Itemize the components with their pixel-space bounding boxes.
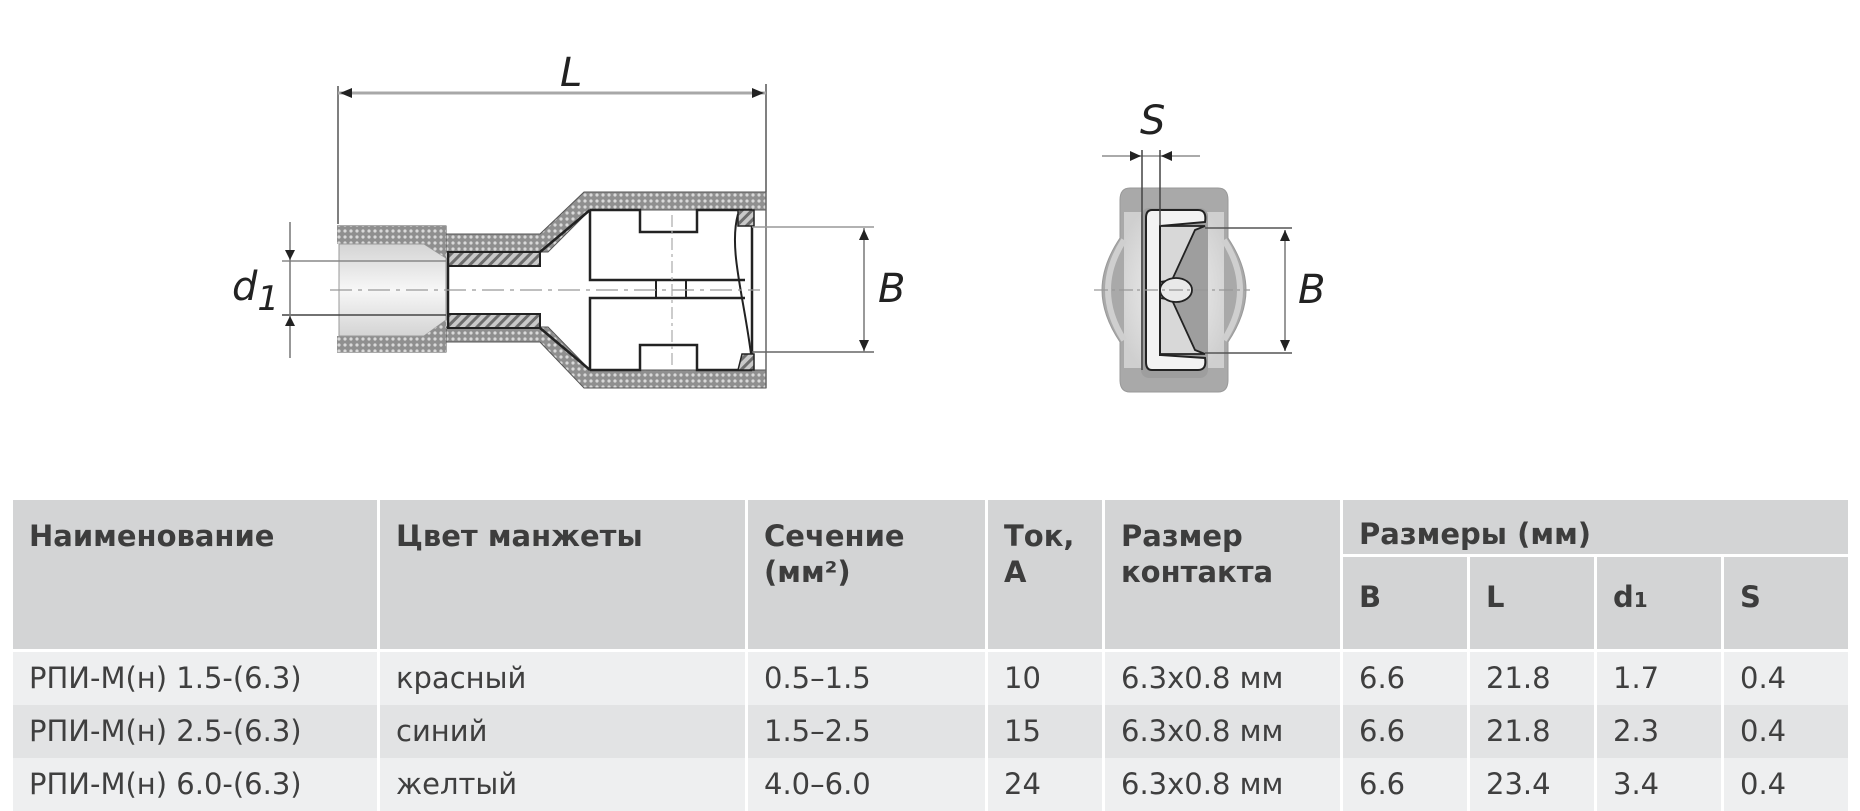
- header-dim-d-subscript: 1: [1633, 588, 1648, 612]
- label-B-side: B: [878, 266, 905, 312]
- cell-B: 6.6: [1343, 758, 1467, 811]
- header-section: Сечение(мм²): [748, 500, 985, 652]
- header-dim-L: L: [1470, 557, 1594, 652]
- header-dim-d1: d1: [1597, 557, 1721, 652]
- cell-S: 0.4: [1724, 758, 1849, 811]
- header-current-line1: Ток,: [1004, 519, 1075, 553]
- cell-color: синий: [380, 705, 745, 758]
- cell-color: красный: [380, 652, 745, 705]
- cell-section: 4.0–6.0: [748, 758, 985, 811]
- header-dimensions-group: Размеры (мм): [1343, 500, 1849, 557]
- header-contact-line2: контакта: [1121, 555, 1274, 589]
- header-color: Цвет манжеты: [380, 500, 745, 652]
- cell-d1: 1.7: [1597, 652, 1721, 705]
- cell-name: РПИ-М(н) 2.5-(6.3): [13, 705, 377, 758]
- cell-name: РПИ-М(н) 6.0-(6.3): [13, 758, 377, 811]
- cell-B: 6.6: [1343, 652, 1467, 705]
- cell-contact: 6.3x0.8 мм: [1105, 705, 1340, 758]
- terminal-drawing: L: [232, 50, 1325, 393]
- table-row: РПИ-М(н) 6.0-(6.3) желтый 4.0–6.0 24 6.3…: [13, 758, 1849, 811]
- cell-contact: 6.3x0.8 мм: [1105, 652, 1340, 705]
- header-section-line2: (мм²): [764, 555, 851, 589]
- cell-name: РПИ-М(н) 1.5-(6.3): [13, 652, 377, 705]
- header-section-line1: Сечение: [764, 519, 905, 553]
- cell-current: 10: [988, 652, 1102, 705]
- spec-table: Наименование Цвет манжеты Сечение(мм²) Т…: [10, 500, 1851, 811]
- dimension-S: S: [1102, 98, 1200, 370]
- cell-section: 0.5–1.5: [748, 652, 985, 705]
- cell-B: 6.6: [1343, 705, 1467, 758]
- table-row: РПИ-М(н) 2.5-(6.3) синий 1.5–2.5 15 6.3x…: [13, 705, 1849, 758]
- label-S: S: [1140, 98, 1165, 144]
- cell-current: 24: [988, 758, 1102, 811]
- cell-contact: 6.3x0.8 мм: [1105, 758, 1340, 811]
- cell-section: 1.5–2.5: [748, 705, 985, 758]
- label-B-front: B: [1298, 267, 1325, 313]
- header-name: Наименование: [13, 500, 377, 652]
- label-L: L: [560, 50, 582, 96]
- header-contact-line1: Размер: [1121, 519, 1243, 553]
- side-view: L: [232, 50, 905, 389]
- cell-L: 23.4: [1470, 758, 1594, 811]
- cell-S: 0.4: [1724, 652, 1849, 705]
- label-d1: d1: [232, 264, 279, 319]
- dimension-B-side: B: [752, 226, 905, 353]
- header-current-line2: А: [1004, 555, 1027, 589]
- dimension-L: L: [337, 50, 767, 224]
- cell-d1: 2.3: [1597, 705, 1721, 758]
- cell-d1: 3.4: [1597, 758, 1721, 811]
- dimension-d1: d1: [232, 222, 446, 358]
- header-current: Ток,А: [988, 500, 1102, 652]
- cell-L: 21.8: [1470, 705, 1594, 758]
- front-view: S B: [1094, 98, 1325, 393]
- header-dim-S: S: [1724, 557, 1849, 652]
- cell-L: 21.8: [1470, 652, 1594, 705]
- cell-color: желтый: [380, 758, 745, 811]
- dimension-B-front: B: [1205, 227, 1325, 354]
- cell-current: 15: [988, 705, 1102, 758]
- header-dim-B: B: [1343, 557, 1467, 652]
- table-row: РПИ-М(н) 1.5-(6.3) красный 0.5–1.5 10 6.…: [13, 652, 1849, 705]
- header-dim-d: d: [1613, 580, 1634, 614]
- cell-S: 0.4: [1724, 705, 1849, 758]
